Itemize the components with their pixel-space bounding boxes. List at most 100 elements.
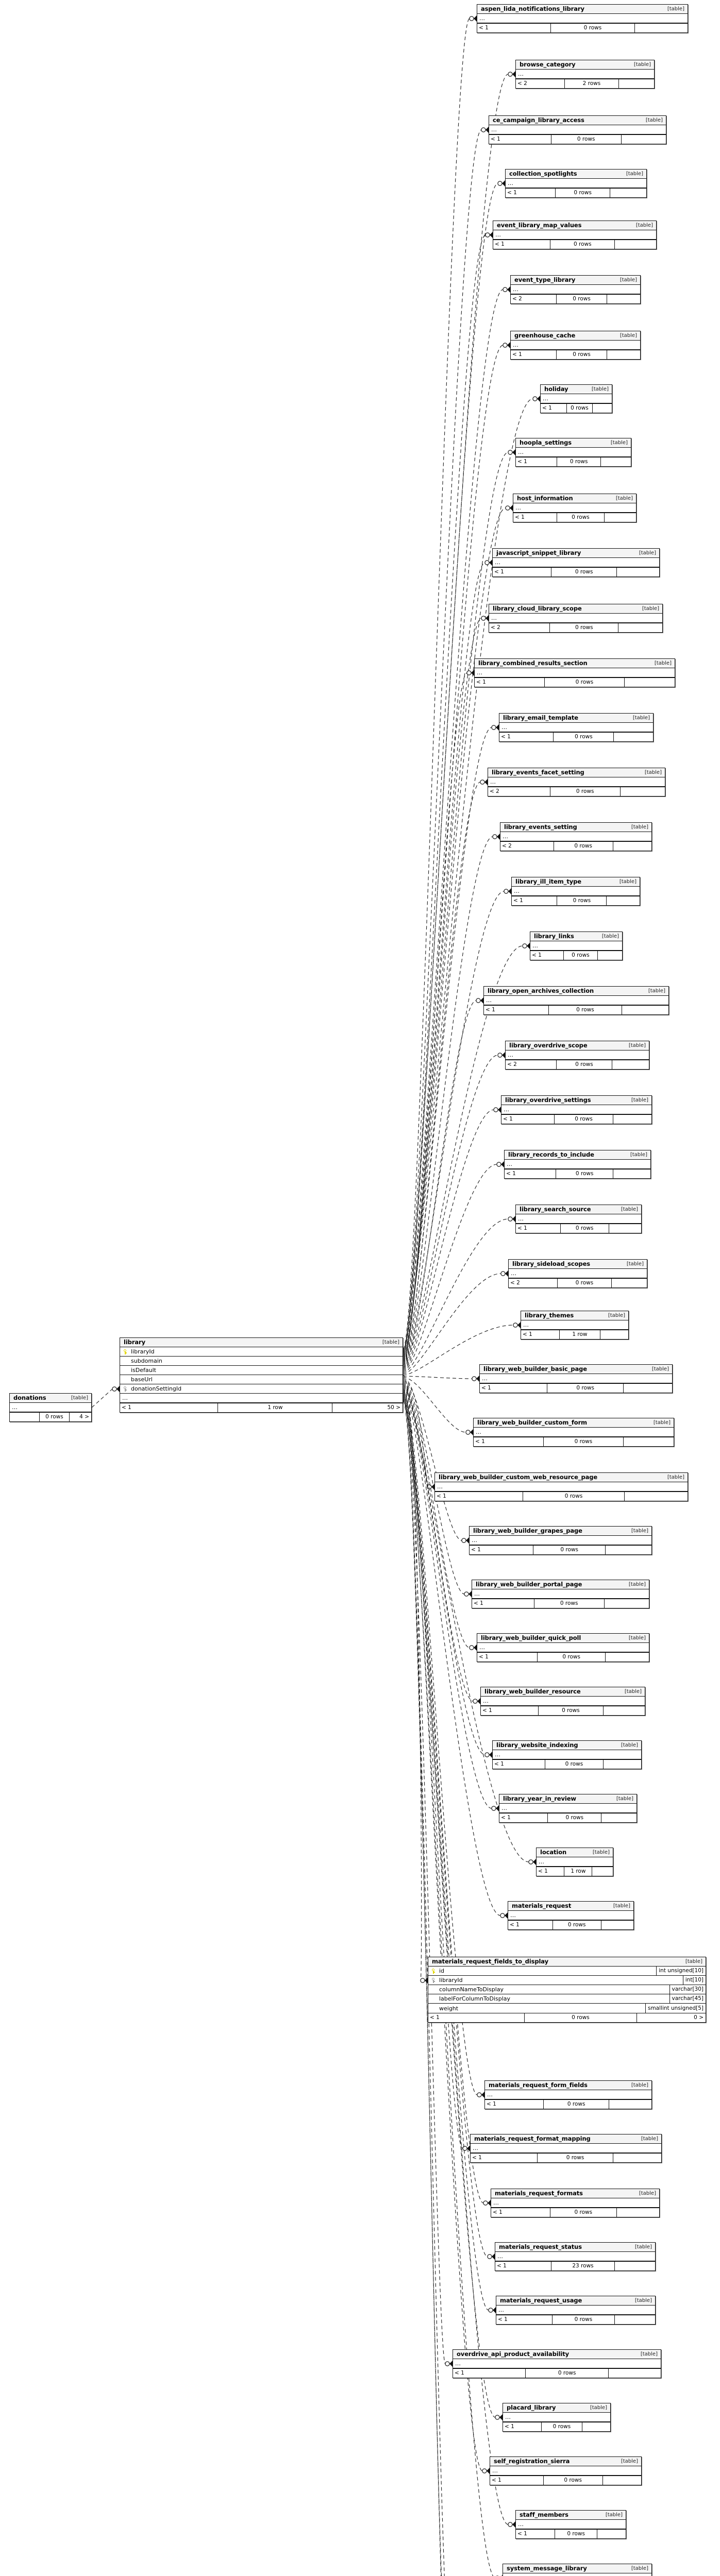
table-node-materials_request_format_mapping[interactable]: materials_request_format_mapping[table]…… xyxy=(470,2134,662,2163)
table-header[interactable]: placard_library[table] xyxy=(503,2403,610,2413)
table-header[interactable]: library_cloud_library_scope[table] xyxy=(489,604,662,614)
table-header[interactable]: holiday[table] xyxy=(541,385,612,394)
table-header[interactable]: self_registration_sierra[table] xyxy=(490,2457,641,2466)
table-header[interactable]: library_ill_item_type[table] xyxy=(512,877,640,887)
column-row[interactable]: subdomain xyxy=(120,1357,403,1366)
table-header[interactable]: library_year_in_review[table] xyxy=(499,1794,637,1804)
table-header[interactable]: event_type_library[table] xyxy=(511,276,640,285)
table-header[interactable]: library_web_builder_custom_web_resource_… xyxy=(435,1473,688,1482)
table-header[interactable]: library[table] xyxy=(120,1338,403,1347)
table-header[interactable]: materials_request[table] xyxy=(508,1902,633,1911)
table-node-library_web_builder_quick_poll[interactable]: library_web_builder_quick_poll[table]…< … xyxy=(477,1633,649,1662)
table-header[interactable]: library_sideload_scopes[table] xyxy=(509,1260,647,1269)
table-header[interactable]: materials_request_usage[table] xyxy=(496,2296,655,2306)
table-header[interactable]: library_web_builder_grapes_page[table] xyxy=(470,1527,651,1536)
table-header[interactable]: donations[table] xyxy=(10,1394,91,1403)
table-header[interactable]: materials_request_status[table] xyxy=(495,2243,655,2252)
table-node-library_web_builder_grapes_page[interactable]: library_web_builder_grapes_page[table]…<… xyxy=(469,1526,652,1555)
table-node-library_combined_results_section[interactable]: library_combined_results_section[table]…… xyxy=(474,658,675,687)
table-node-aspen_lida_notifications_library[interactable]: aspen_lida_notifications_library[table]…… xyxy=(477,4,688,33)
table-node-library_open_archives_collection[interactable]: library_open_archives_collection[table]…… xyxy=(483,986,669,1015)
table-header[interactable]: library_search_source[table] xyxy=(516,1205,641,1214)
table-header[interactable]: library_overdrive_scope[table] xyxy=(506,1041,649,1050)
table-header[interactable]: materials_request_fields_to_display[tabl… xyxy=(428,1957,706,1967)
column-row[interactable]: baseUrl xyxy=(120,1375,403,1384)
table-node-library_web_builder_custom_web_resource_page[interactable]: library_web_builder_custom_web_resource_… xyxy=(434,1472,688,1501)
table-header[interactable]: location[table] xyxy=(537,1848,613,1857)
table-header[interactable]: browse_category[table] xyxy=(516,60,654,70)
table-header[interactable]: library_themes[table] xyxy=(521,1311,628,1320)
table-node-library_web_builder_basic_page[interactable]: library_web_builder_basic_page[table]…< … xyxy=(479,1364,673,1393)
table-header[interactable]: system_message_library[table] xyxy=(503,2564,651,2573)
table-header[interactable]: host_information[table] xyxy=(513,494,636,503)
table-header[interactable]: library_web_builder_portal_page[table] xyxy=(472,1580,649,1589)
table-header[interactable]: library_website_indexing[table] xyxy=(493,1741,641,1750)
column-row[interactable]: donationSettingId xyxy=(120,1384,403,1394)
table-header[interactable]: library_web_builder_resource[table] xyxy=(481,1687,645,1697)
table-header[interactable]: library_open_archives_collection[table] xyxy=(484,987,668,996)
table-header[interactable]: collection_spotlights[table] xyxy=(506,170,646,179)
table-header[interactable]: ce_campaign_library_access[table] xyxy=(489,116,666,125)
table-node-materials_request_form_fields[interactable]: materials_request_form_fields[table]…< 1… xyxy=(484,2080,652,2109)
table-header[interactable]: library_web_builder_custom_form[table] xyxy=(474,1418,674,1428)
table-header[interactable]: materials_request_formats[table] xyxy=(491,2189,659,2198)
table-header[interactable]: staff_members[table] xyxy=(516,2511,626,2520)
table-node-library_web_builder_portal_page[interactable]: library_web_builder_portal_page[table]…<… xyxy=(472,1580,649,1608)
table-header[interactable]: materials_request_form_fields[table] xyxy=(485,2081,651,2090)
table-header[interactable]: library_records_to_include[table] xyxy=(505,1150,650,1160)
column-row[interactable]: libraryId xyxy=(120,1347,403,1357)
column-row[interactable]: isDefault xyxy=(120,1366,403,1375)
table-header[interactable]: library_events_facet_setting[table] xyxy=(488,768,665,777)
table-header[interactable]: materials_request_format_mapping[table] xyxy=(471,2134,661,2144)
table-header[interactable]: overdrive_api_product_availability[table… xyxy=(453,2350,661,2359)
table-header[interactable]: library_overdrive_settings[table] xyxy=(501,1096,651,1105)
table-header[interactable]: aspen_lida_notifications_library[table] xyxy=(477,5,688,14)
table-header[interactable]: library_links[table] xyxy=(530,932,622,941)
table-header[interactable]: event_library_map_values[table] xyxy=(493,221,656,230)
table-node-materials_request_fields_to_display[interactable]: materials_request_fields_to_display[tabl… xyxy=(428,1957,706,2023)
table-header[interactable]: library_web_builder_basic_page[table] xyxy=(480,1365,672,1374)
table-header[interactable]: library_events_setting[table] xyxy=(500,823,651,832)
table-node-system_message_library[interactable]: system_message_library[table]…< 10 rows xyxy=(503,2564,652,2576)
table-header[interactable]: javascript_snippet_library[table] xyxy=(493,549,659,558)
table-node-library_web_builder_custom_form[interactable]: library_web_builder_custom_form[table]…<… xyxy=(473,1418,674,1447)
